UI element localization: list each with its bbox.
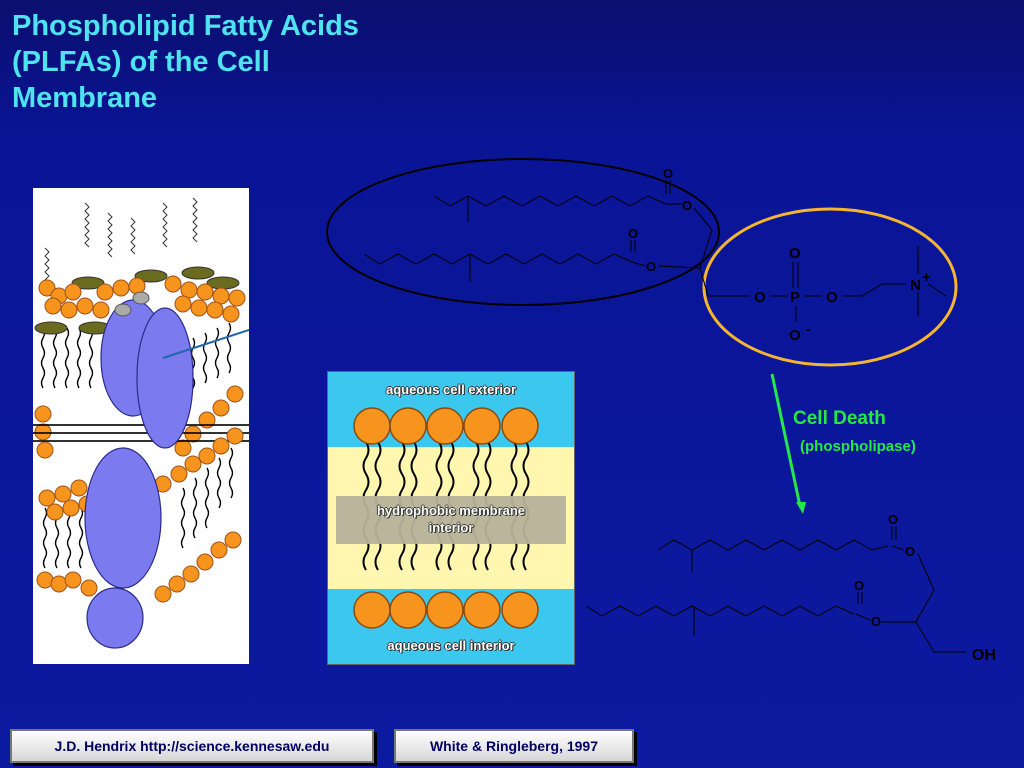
atom-o-ester-4: O <box>871 614 881 629</box>
title-line-2: (PLFAs) of the Cell <box>12 46 270 78</box>
title-line-1: Phospholipid Fatty Acids <box>12 10 359 42</box>
phospholipase-label: (phospholipase) <box>800 438 916 455</box>
bilayer-diagram: aqueous cell exterior hydro <box>327 371 575 665</box>
reference-citation: White & Ringleberg, 1997 <box>394 729 634 763</box>
hydrophobic-line-1: hydrophobic membrane <box>376 503 526 518</box>
plus-charge: + <box>922 269 931 286</box>
atom-o-ester-3: O <box>905 544 915 559</box>
atom-o-bridge-right: O <box>826 289 838 306</box>
membrane-illustration-svg <box>33 197 250 649</box>
author-citation: J.D. Hendrix http://science.kennesaw.edu <box>10 729 374 763</box>
head-group-bottom-1 <box>353 591 391 629</box>
hydrophobic-line-2: interior <box>428 520 474 535</box>
atom-o-phosphoryl: O <box>789 245 801 262</box>
cell-death-label: Cell Death <box>793 408 886 429</box>
slide-title: Phospholipid Fatty Acids (PLFAs) of the … <box>12 8 452 116</box>
hydroxyl-oh: OH <box>972 647 996 664</box>
membrane-illustration <box>33 188 250 664</box>
atom-o-bridge-left: O <box>754 289 766 306</box>
atom-o-ester-2: O <box>646 259 656 274</box>
atom-o-carbonyl-1: O <box>663 166 673 181</box>
bilayer-svg <box>353 407 539 629</box>
hydrophobic-interior-box: hydrophobic membrane interior <box>336 496 566 544</box>
title-line-3: Membrane <box>12 82 158 114</box>
atom-o-anion: O <box>789 327 801 344</box>
head-group-top-1 <box>353 407 391 445</box>
head-group-ellipse <box>702 207 958 367</box>
head-group-bottom-4 <box>463 591 501 629</box>
atom-o-carbonyl-4: O <box>854 578 864 593</box>
atom-o-carbonyl-2: O <box>628 226 638 241</box>
head-groups <box>353 407 539 629</box>
atom-p: P <box>790 289 800 306</box>
head-group-top-5 <box>501 407 539 445</box>
atom-o-carbonyl-3: O <box>888 512 898 527</box>
interior-label: aqueous cell interior <box>387 638 515 653</box>
fatty-acid-ellipse <box>326 158 720 306</box>
head-group-top-3 <box>426 407 464 445</box>
exterior-label: aqueous cell exterior <box>385 382 517 397</box>
atom-n: N <box>910 277 921 294</box>
head-group-bottom-3 <box>426 591 464 629</box>
head-group-bottom-5 <box>501 591 539 629</box>
head-group-top-2 <box>389 407 427 445</box>
atom-o-ester-1: O <box>682 198 692 213</box>
minus-charge: - <box>806 321 811 338</box>
atom-labels: O O O O O O O O <box>628 166 915 629</box>
head-group-top-4 <box>463 407 501 445</box>
head-group-bottom-2 <box>389 591 427 629</box>
